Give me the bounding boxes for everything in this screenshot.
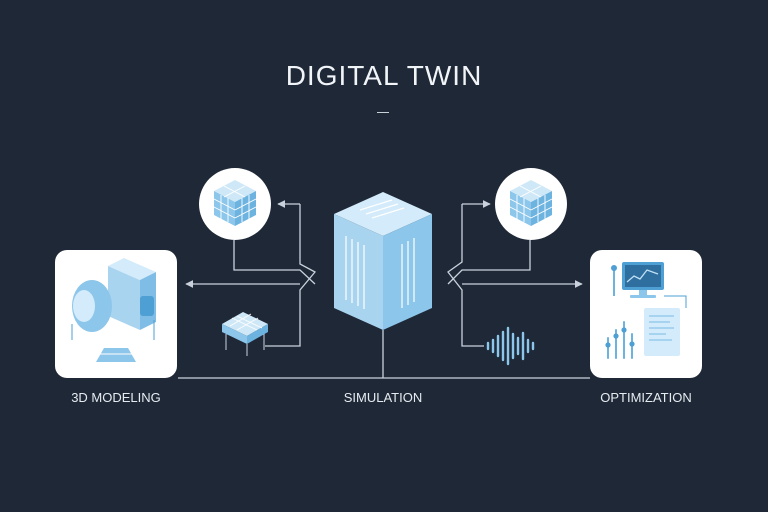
- stage-label-simulation: SIMULATION: [343, 390, 423, 405]
- machine-3d-icon: [71, 258, 156, 362]
- stage-label-optimization: OPTIMIZATION: [600, 390, 692, 405]
- server-cube-icon: [334, 192, 432, 330]
- right-upper-connector: [447, 240, 531, 285]
- cube-grid-icon: [495, 168, 567, 240]
- diagram-title: DIGITAL TWIN: [285, 60, 483, 91]
- circuit-chip-icon: [222, 312, 268, 356]
- sound-wave-icon: [486, 326, 535, 366]
- optimization-card: [590, 250, 702, 378]
- monitor-chart-icon: [605, 262, 687, 359]
- left-upper-connector: [233, 240, 316, 285]
- stage-label-3d-modeling: 3D MODELING: [71, 390, 161, 405]
- cube-grid-icon: [199, 168, 271, 240]
- right-bracket: [447, 204, 484, 347]
- modeling-card: [55, 250, 177, 378]
- title-underline: [377, 112, 389, 113]
- left-bracket: [265, 204, 317, 347]
- connectors: [178, 200, 590, 379]
